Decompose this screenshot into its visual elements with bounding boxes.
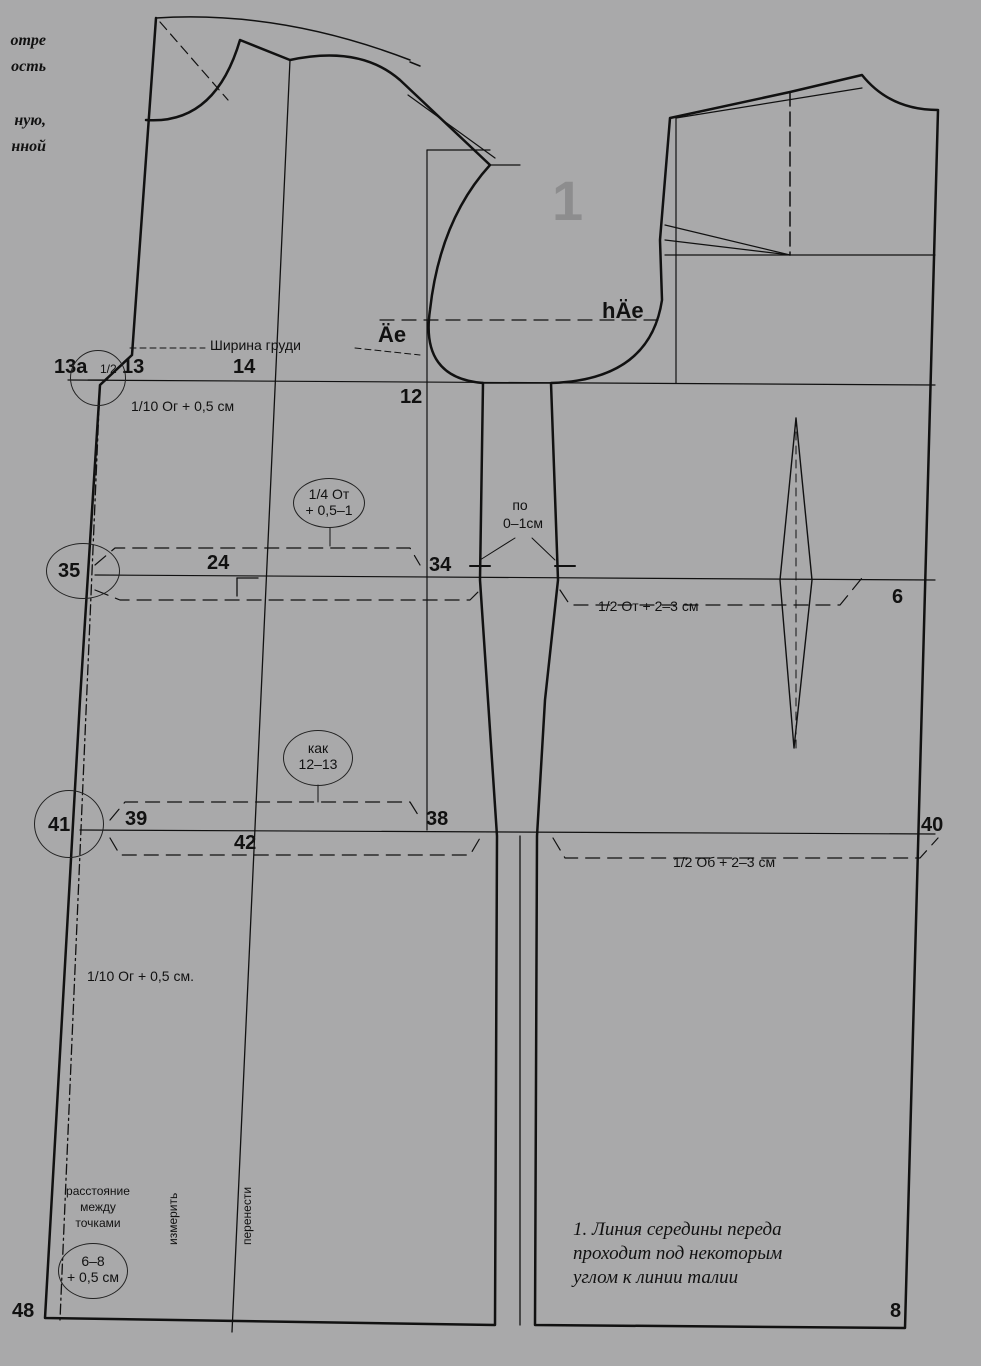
back-outline xyxy=(533,73,940,1330)
circle-35 xyxy=(46,543,120,599)
distance-line1: расстояние xyxy=(66,1184,130,1198)
point-13: 13 xyxy=(122,356,145,378)
hip-line xyxy=(79,829,936,835)
kak-line2: 12–13 xyxy=(298,756,338,772)
og-tenth-label-top: 1/10 Ог + 0,5 см xyxy=(131,398,235,414)
distance-line3: точками xyxy=(75,1216,121,1230)
point-34: 34 xyxy=(429,554,452,576)
kak-line1: как xyxy=(307,740,329,756)
neck-diagonal xyxy=(159,21,229,101)
front-outline xyxy=(43,16,499,1327)
point-40: 40 xyxy=(921,814,944,836)
offset-line2: + 0,5 см xyxy=(66,1269,120,1285)
point-48: 48 xyxy=(12,1300,35,1322)
shoulder-slope xyxy=(407,94,496,159)
og-tenth-label-bottom: 1/10 Ог + 0,5 см. xyxy=(87,968,194,984)
chest-width-label: Ширина груди xyxy=(210,337,301,353)
point-24: 24 xyxy=(207,552,230,574)
point-8: 8 xyxy=(890,1300,902,1322)
caption-line-1: 1. Линия середины переда xyxy=(573,1219,782,1240)
caption-line-3: углом к линии талии xyxy=(573,1267,739,1288)
figure-caption: 1. Линия середины переда проходит под не… xyxy=(573,1218,782,1290)
circle-13a xyxy=(70,350,126,406)
point-42: 42 xyxy=(234,832,257,854)
point-12: 12 xyxy=(400,386,423,408)
waist-line xyxy=(94,574,936,581)
half-ob-label: 1/2 Об + 2–3 см xyxy=(673,854,776,870)
half-ot-label: 1/2 От + 2–3 см xyxy=(598,598,699,614)
top-note-4: нной xyxy=(11,138,46,155)
front-dart-line xyxy=(231,59,291,1333)
offset-line1: 6–8 xyxy=(81,1253,105,1269)
point-14: 14 xyxy=(233,356,256,378)
point-39: 39 xyxy=(125,808,148,830)
pattern-number: 1 xyxy=(552,169,584,232)
transfer-label: перенести xyxy=(240,1186,254,1245)
quarter-ot-line2: + 0,5–1 xyxy=(305,502,353,518)
measure-label: измерить xyxy=(166,1192,180,1245)
po-label: по xyxy=(512,497,528,513)
top-note-3: ную, xyxy=(14,112,46,129)
front-neckline xyxy=(144,38,492,385)
po-range-label: 0–1см xyxy=(503,515,543,531)
top-note-1: отре xyxy=(10,32,46,49)
circle-quarter-ot xyxy=(293,478,365,528)
quarter-ot-line1: 1/4 От xyxy=(308,486,350,502)
back-waist-dart xyxy=(779,417,813,749)
point-hae: hÄe xyxy=(602,298,644,323)
circle-41 xyxy=(34,790,104,858)
point-ae: Äe xyxy=(378,322,407,347)
chest-line xyxy=(67,379,936,386)
front-shoulder-extension xyxy=(155,16,411,61)
distance-line2: между xyxy=(80,1200,116,1214)
circle-offset xyxy=(58,1243,128,1299)
top-note-2: ость xyxy=(11,58,46,75)
caption-line-2: проходит под некоторым xyxy=(573,1243,783,1264)
point-38: 38 xyxy=(426,808,449,830)
circle-kak xyxy=(283,730,353,786)
point-6: 6 xyxy=(892,586,904,608)
